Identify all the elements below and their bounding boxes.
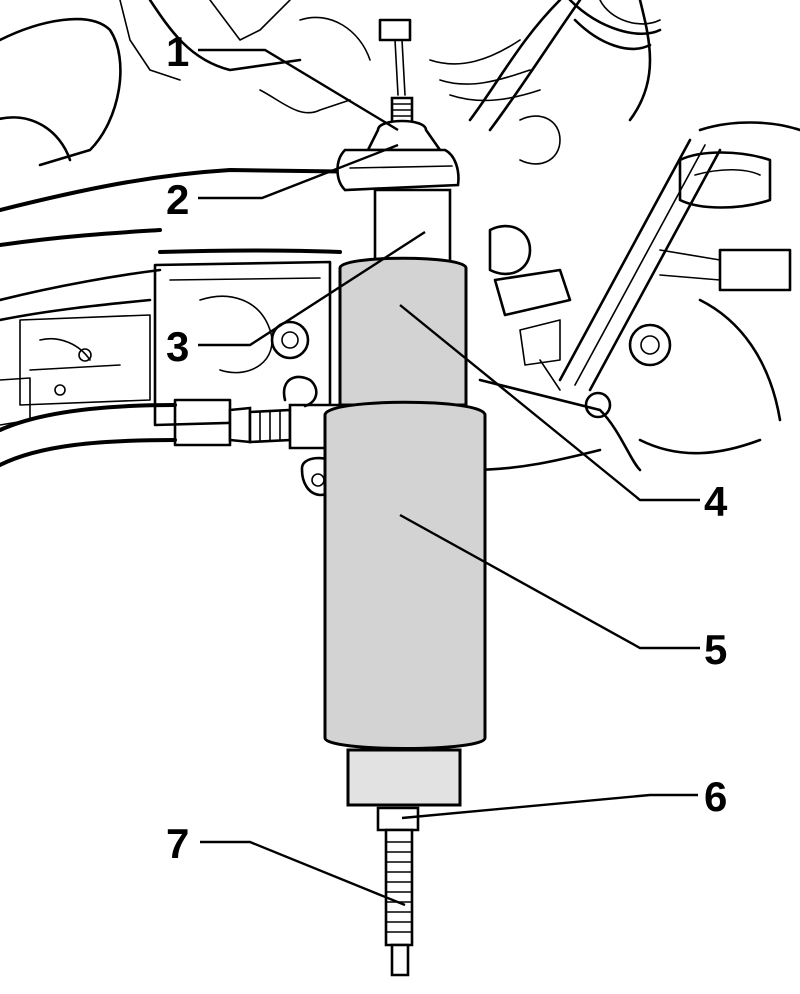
callout-labels: 1 2 3 4 5 6 7 [166, 28, 728, 867]
tool-upper-cylinder [338, 256, 468, 407]
callout-7: 7 [166, 820, 189, 867]
callout-1: 1 [166, 28, 189, 75]
callout-5: 5 [704, 626, 727, 673]
leader-6 [401, 793, 698, 820]
tool-lower-cylinder [323, 400, 487, 750]
leader-1 [198, 48, 399, 132]
callout-6: 6 [704, 773, 727, 820]
leader-5 [399, 513, 700, 650]
leader-7 [200, 840, 406, 907]
special-tool [323, 256, 487, 977]
callout-3: 3 [166, 323, 189, 370]
callout-2: 2 [166, 176, 189, 223]
tool-collar [376, 806, 420, 832]
leader-lines [198, 48, 700, 907]
leader-3 [198, 230, 426, 347]
strut-upper [336, 96, 460, 264]
leader-2 [198, 143, 399, 200]
tool-neck [346, 748, 462, 807]
tool-spindle [384, 828, 414, 947]
callout-4: 4 [704, 478, 728, 525]
leader-4 [399, 304, 700, 502]
